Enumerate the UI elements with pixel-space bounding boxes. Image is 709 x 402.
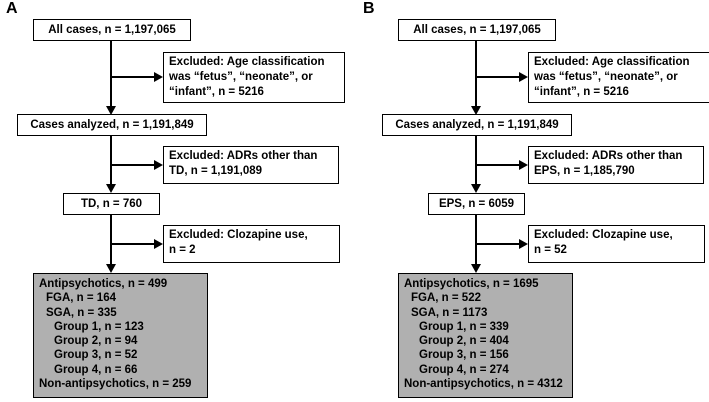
outcome-line-fga: FGA, n = 164 [46, 292, 116, 305]
adr-cases-box: EPS, n = 6059 [428, 193, 525, 215]
outcome-line-antipsychotics: Antipsychotics, n = 499 [39, 278, 168, 290]
excluded-adr-line-2: TD, n = 1,191,089 [169, 165, 263, 177]
outcome-line-non-antipsychotics: Non-antipsychotics, n = 259 [39, 378, 192, 391]
outcome-line-group4: Group 4, n = 66 [54, 363, 138, 376]
excluded-clozapine-line-2: n = 2 [169, 244, 196, 256]
panel-b-label: B [363, 0, 375, 17]
excluded-clozapine-line-1: Excluded: Clozapine use, [534, 229, 673, 241]
excluded-adr-line-1: Excluded: ADRs other than [169, 150, 318, 162]
right-arrowhead-icon [154, 160, 163, 170]
outcome-line-non-antipsychotics: Non-antipsychotics, n = 4312 [404, 378, 563, 391]
branch-arrow-line [475, 243, 519, 245]
excluded-adr-line-2: EPS, n = 1,185,790 [534, 165, 635, 177]
down-arrowhead-icon [106, 184, 116, 193]
excluded-clozapine-box: Excluded: Clozapine use, n = 52 [528, 225, 705, 263]
right-arrowhead-icon [154, 239, 163, 249]
branch-arrow-line [110, 76, 154, 78]
down-arrowhead-icon [471, 106, 481, 115]
outcome-line-group3: Group 3, n = 52 [54, 349, 138, 362]
outcome-box: Antipsychotics, n = 1695 FGA, n = 522 SG… [398, 273, 573, 398]
down-arrowhead-icon [106, 264, 116, 273]
branch-arrow-line [475, 164, 519, 166]
excluded-clozapine-box: Excluded: Clozapine use, n = 2 [163, 225, 340, 263]
branch-arrow-line [110, 164, 154, 166]
excluded-age-box: Excluded: Age classification was “fetus”… [528, 52, 709, 103]
excluded-clozapine-line-2: n = 52 [534, 244, 567, 256]
down-arrowhead-icon [471, 264, 481, 273]
excluded-age-line-3: “infant”, n = 5216 [169, 86, 264, 98]
all-cases-box: All cases, n = 1,197,065 [398, 19, 556, 41]
adr-cases-box: TD, n = 760 [63, 193, 160, 215]
outcome-line-group1: Group 1, n = 339 [419, 320, 509, 333]
outcome-line-group3: Group 3, n = 156 [419, 349, 509, 362]
excluded-adr-line-1: Excluded: ADRs other than [534, 150, 683, 162]
excluded-adr-box: Excluded: ADRs other than EPS, n = 1,185… [528, 146, 704, 184]
cases-analyzed-box: Cases analyzed, n = 1,191,849 [17, 114, 207, 136]
right-arrowhead-icon [154, 72, 163, 82]
outcome-line-fga: FGA, n = 522 [411, 292, 481, 305]
panel-a: A All cases, n = 1,197,065 Excluded: Age… [0, 0, 345, 402]
branch-arrow-line [475, 76, 519, 78]
excluded-age-line-1: Excluded: Age classification [534, 56, 690, 68]
cases-analyzed-box: Cases analyzed, n = 1,191,849 [382, 114, 572, 136]
outcome-box: Antipsychotics, n = 499 FGA, n = 164 SGA… [33, 273, 208, 398]
excluded-adr-box: Excluded: ADRs other than TD, n = 1,191,… [163, 146, 339, 184]
down-arrowhead-icon [471, 184, 481, 193]
branch-arrow-line [110, 243, 154, 245]
excluded-age-line-3: “infant”, n = 5216 [534, 86, 629, 98]
outcome-line-group1: Group 1, n = 123 [54, 320, 144, 333]
excluded-age-line-2: was “fetus”, “neonate”, or [534, 71, 678, 83]
outcome-line-antipsychotics: Antipsychotics, n = 1695 [404, 278, 539, 290]
down-arrow-line [110, 136, 112, 185]
outcome-line-sga: SGA, n = 335 [46, 306, 117, 319]
excluded-age-line-2: was “fetus”, “neonate”, or [169, 71, 313, 83]
panel-b: B All cases, n = 1,197,065 Excluded: Age… [363, 0, 709, 402]
outcome-line-group2: Group 2, n = 404 [419, 335, 509, 348]
right-arrowhead-icon [519, 160, 528, 170]
down-arrow-line [475, 215, 477, 265]
outcome-line-sga: SGA, n = 1173 [411, 306, 488, 319]
excluded-age-line-1: Excluded: Age classification [169, 56, 325, 68]
excluded-age-box: Excluded: Age classification was “fetus”… [163, 52, 345, 103]
outcome-line-group4: Group 4, n = 274 [419, 363, 509, 376]
down-arrowhead-icon [106, 106, 116, 115]
right-arrowhead-icon [519, 239, 528, 249]
down-arrow-line [475, 136, 477, 185]
excluded-clozapine-line-1: Excluded: Clozapine use, [169, 229, 308, 241]
all-cases-box: All cases, n = 1,197,065 [33, 19, 191, 41]
down-arrow-line [110, 41, 112, 107]
panel-a-label: A [6, 0, 18, 17]
down-arrow-line [475, 41, 477, 107]
down-arrow-line [110, 215, 112, 265]
right-arrowhead-icon [519, 72, 528, 82]
outcome-line-group2: Group 2, n = 94 [54, 335, 138, 348]
